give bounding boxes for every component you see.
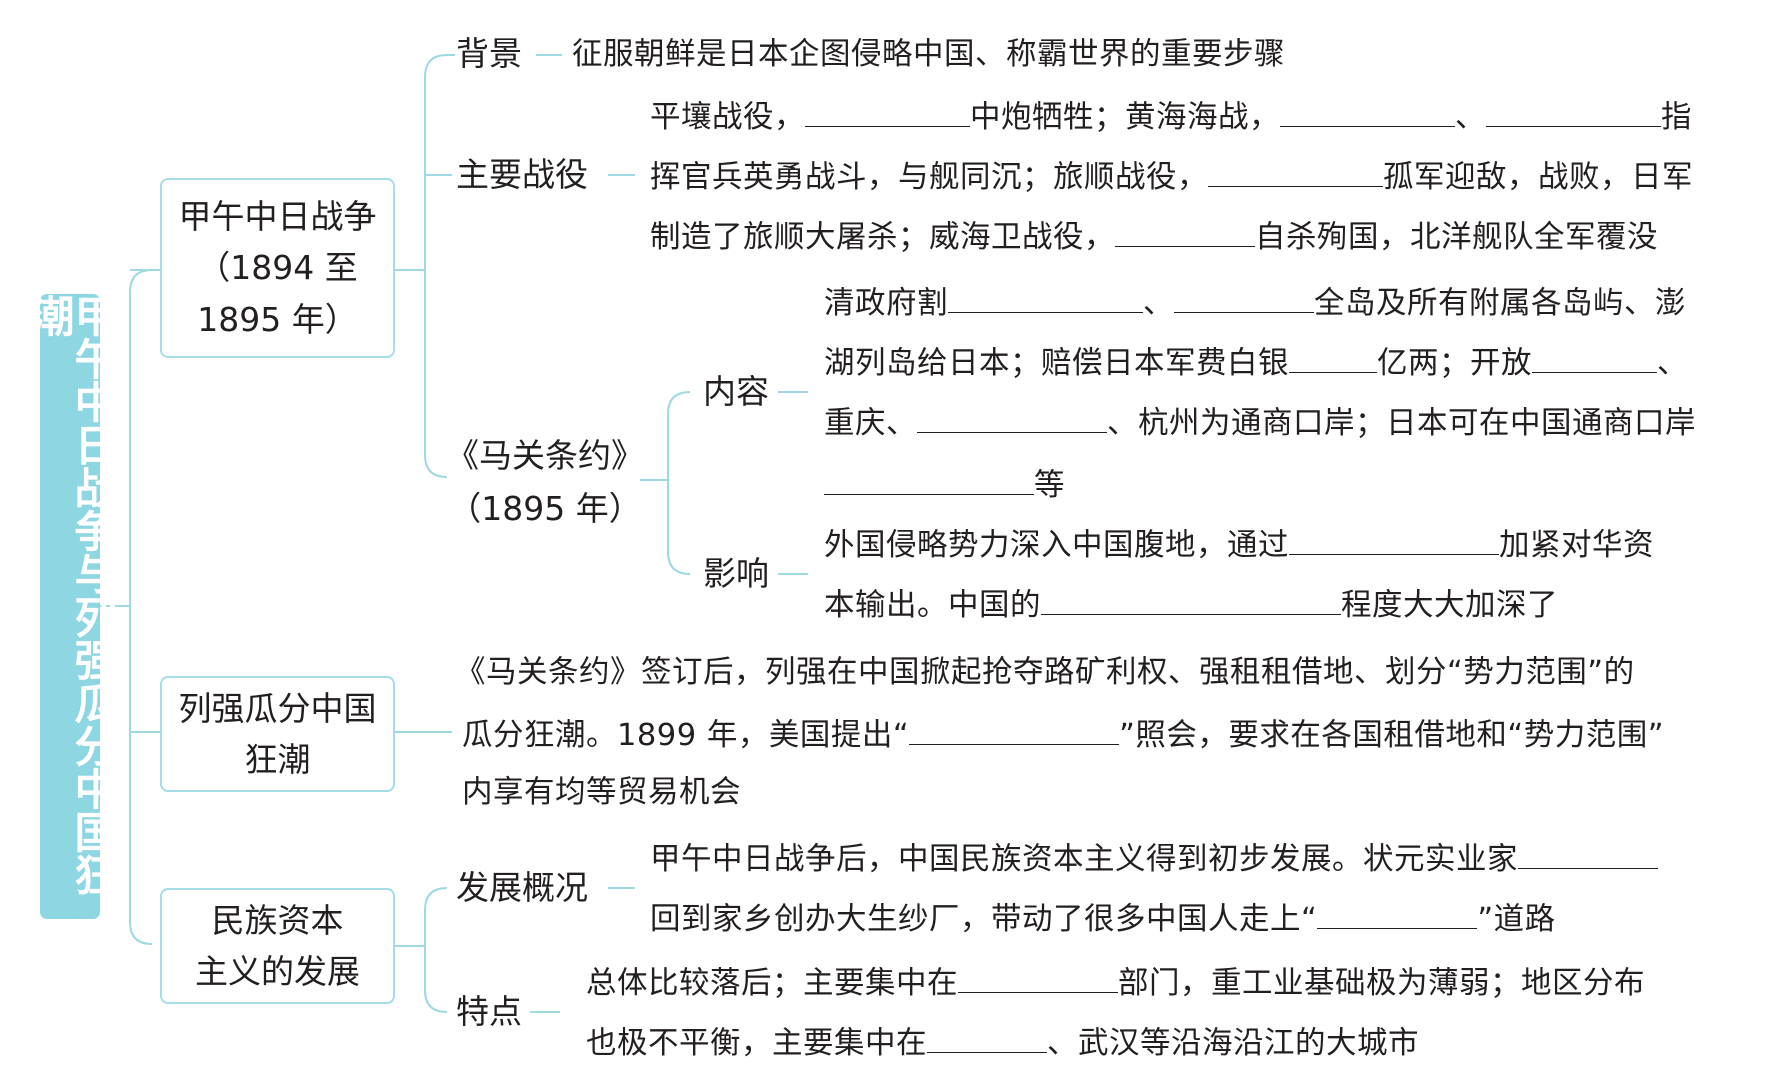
background-label: 背景 (456, 34, 522, 73)
blank[interactable] (1289, 528, 1499, 555)
content-line-4: 等 (824, 468, 1065, 502)
partition-node: 列强瓜分中国 狂潮 (160, 676, 395, 792)
battles-line-1: 平壤战役，中炮牺牲；黄海海战，、指 (650, 100, 1692, 135)
partition-line-1: 《马关条约》签订后，列强在中国掀起抢夺路矿利权、强租租借地、划分“势力范围”的 (455, 655, 1635, 690)
blank[interactable] (1280, 100, 1455, 127)
content-line-2: 湖列岛给日本；赔偿日本军费白银亿两；开放、 (824, 346, 1688, 381)
content-line-1: 清政府割、全岛及所有附属各岛屿、澎 (824, 286, 1686, 321)
blank[interactable] (1289, 346, 1377, 373)
war-title: 甲午中日战争 (178, 197, 377, 237)
war-dates-1: （1894 至 (197, 248, 358, 288)
treaty-label: 《马关条约》 （1895 年） (446, 436, 644, 528)
battles-label: 主要战役 (456, 155, 588, 194)
partition-line-2: 瓜分狂潮。1899 年，美国提出“”照会，要求在各国租借地和“势力范围” (462, 718, 1665, 753)
blank[interactable] (917, 406, 1107, 433)
root-topic: 甲午中日战争与列强瓜分中国狂潮 (24, 294, 117, 919)
blank[interactable] (1174, 286, 1314, 313)
features-line-2: 也极不平衡，主要集中在、武汉等沿海沿江的大城市 (586, 1026, 1419, 1061)
blank[interactable] (909, 718, 1120, 745)
capitalism-title-2: 主义的发展 (195, 952, 360, 991)
overview-line-1: 甲午中日战争后，中国民族资本主义得到初步发展。状元实业家 (650, 842, 1658, 876)
blank[interactable] (805, 100, 970, 127)
features-label: 特点 (456, 992, 522, 1031)
content-line-3: 重庆、、杭州为通商口岸；日本可在中国通商口岸 (824, 406, 1696, 441)
capitalism-node: 民族资本 主义的发展 (160, 888, 395, 1004)
blank[interactable] (1317, 902, 1478, 929)
content-label: 内容 (703, 372, 769, 411)
blank[interactable] (1041, 588, 1341, 615)
partition-line-3: 内享有均等贸易机会 (462, 775, 741, 810)
blank[interactable] (1532, 346, 1657, 373)
war-node: 甲午中日战争 （1894 至 1895 年） (160, 178, 395, 358)
background-text: 征服朝鲜是日本企图侵略中国、称霸世界的重要步骤 (572, 37, 1285, 72)
blank[interactable] (1486, 100, 1661, 127)
overview-line-2: 回到家乡创办大生纱厂，带动了很多中国人走上“”道路 (650, 902, 1556, 937)
blank[interactable] (824, 468, 1034, 495)
blank[interactable] (1115, 220, 1255, 247)
blank[interactable] (1518, 842, 1658, 869)
blank[interactable] (927, 1026, 1047, 1053)
impact-label: 影响 (703, 554, 769, 593)
partition-title-1: 列强瓜分中国 (178, 688, 377, 728)
overview-label: 发展概况 (456, 868, 588, 907)
blank[interactable] (948, 286, 1143, 313)
battles-line-2: 挥官兵英勇战斗，与舰同沉；旅顺战役，孤军迎敌，战败，日军 (650, 160, 1693, 195)
battles-line-3: 制造了旅顺大屠杀；威海卫战役，自杀殉国，北洋舰队全军覆没 (650, 220, 1658, 255)
impact-line-2: 本输出。中国的程度大大加深了 (824, 588, 1558, 623)
features-line-1: 总体比较落后；主要集中在部门，重工业基础极为薄弱；地区分布 (586, 966, 1645, 1001)
blank[interactable] (958, 966, 1118, 993)
partition-title-2: 狂潮 (244, 740, 311, 779)
impact-line-1: 外国侵略势力深入中国腹地，通过加紧对华资 (824, 528, 1654, 563)
capitalism-title-1: 民族资本 (211, 900, 344, 940)
war-dates-2: 1895 年） (197, 299, 358, 339)
blank[interactable] (1208, 160, 1383, 187)
